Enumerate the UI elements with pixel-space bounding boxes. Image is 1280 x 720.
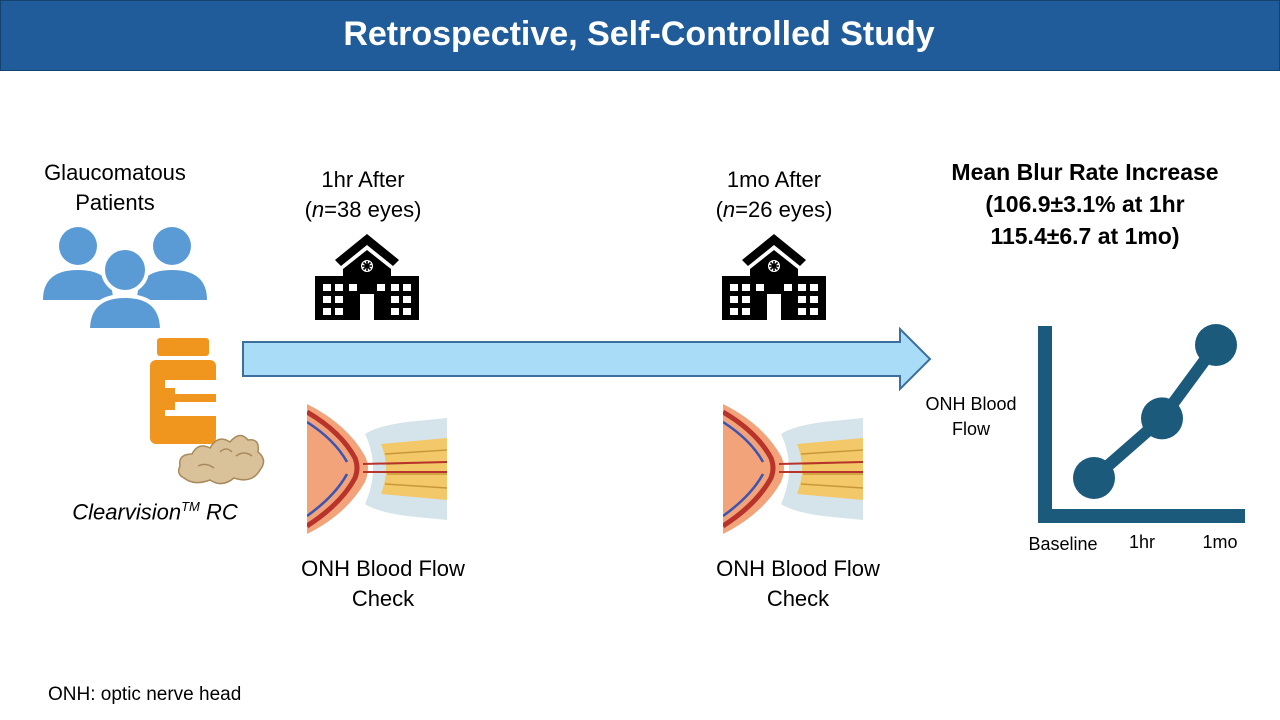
blood-flow-chart [1038, 324, 1245, 523]
chart-ylabel: ONH Blood Flow [925, 394, 1017, 439]
results-summary: Mean Blur Rate Increase (106.9±3.1% at 1… [915, 156, 1255, 252]
product-name-text: Clearvision [72, 499, 182, 525]
optic-nerve-illustration [307, 404, 447, 534]
timepoint-1hr-sample: (n=38 eyes) [304, 197, 422, 222]
patients-label-line1: Glaucomatous [44, 160, 186, 185]
onh-check-1mo-line1: ONH Blood Flow [716, 556, 880, 581]
page-title: Retrospective, Self-Controlled Study [343, 15, 935, 53]
patients-label-line2: Patients [75, 190, 155, 215]
results-line1: Mean Blur Rate Increase [951, 159, 1219, 185]
onh-check-1hr-line2: Check [351, 586, 415, 611]
chart-tick-1hr: 1hr [1128, 532, 1155, 552]
onh-check-1hr-line1: ONH Blood Flow [301, 556, 465, 581]
timepoint-1hr-label: 1hr After (n=38 eyes) [268, 165, 458, 225]
supplement-bottle-icon [150, 338, 217, 444]
chart-tick-1mo: 1mo [1202, 532, 1238, 552]
chart-point-1hr [1141, 397, 1183, 440]
onh-check-1mo-label: ONH Blood Flow Check [683, 554, 913, 614]
patients-group-icon [43, 227, 207, 332]
optic-nerve-illustration [723, 404, 863, 534]
chart-point-1mo [1195, 324, 1237, 366]
results-line3: 115.4±6.7 at 1mo) [990, 223, 1180, 249]
timeline-arrow [242, 326, 932, 392]
chart-tick-baseline: Baseline [1028, 534, 1098, 554]
patients-label: Glaucomatous Patients [20, 158, 210, 218]
product-name-suffix: RC [199, 499, 238, 525]
product-name: ClearvisionTM RC [40, 499, 270, 525]
onh-check-1hr-label: ONH Blood Flow Check [268, 554, 498, 614]
hospital-icon [722, 234, 826, 320]
chart-point-baseline [1073, 457, 1115, 499]
timepoint-1hr-title: 1hr After [321, 167, 405, 192]
footnote: ONH: optic nerve head [48, 684, 242, 705]
timepoint-1mo-title: 1mo After [726, 167, 822, 192]
timepoint-1mo-label: 1mo After (n=26 eyes) [679, 165, 869, 225]
onh-check-1mo-line2: Check [766, 586, 830, 611]
chart-axes [1038, 326, 1245, 523]
hospital-icon [315, 234, 419, 320]
ginger-root-icon [177, 434, 265, 485]
timepoint-1mo-sample: (n=26 eyes) [715, 197, 833, 222]
trademark-mark: TM [181, 499, 200, 514]
results-line2: (106.9±3.1% at 1hr [985, 191, 1185, 217]
title-banner [0, 0, 1280, 71]
